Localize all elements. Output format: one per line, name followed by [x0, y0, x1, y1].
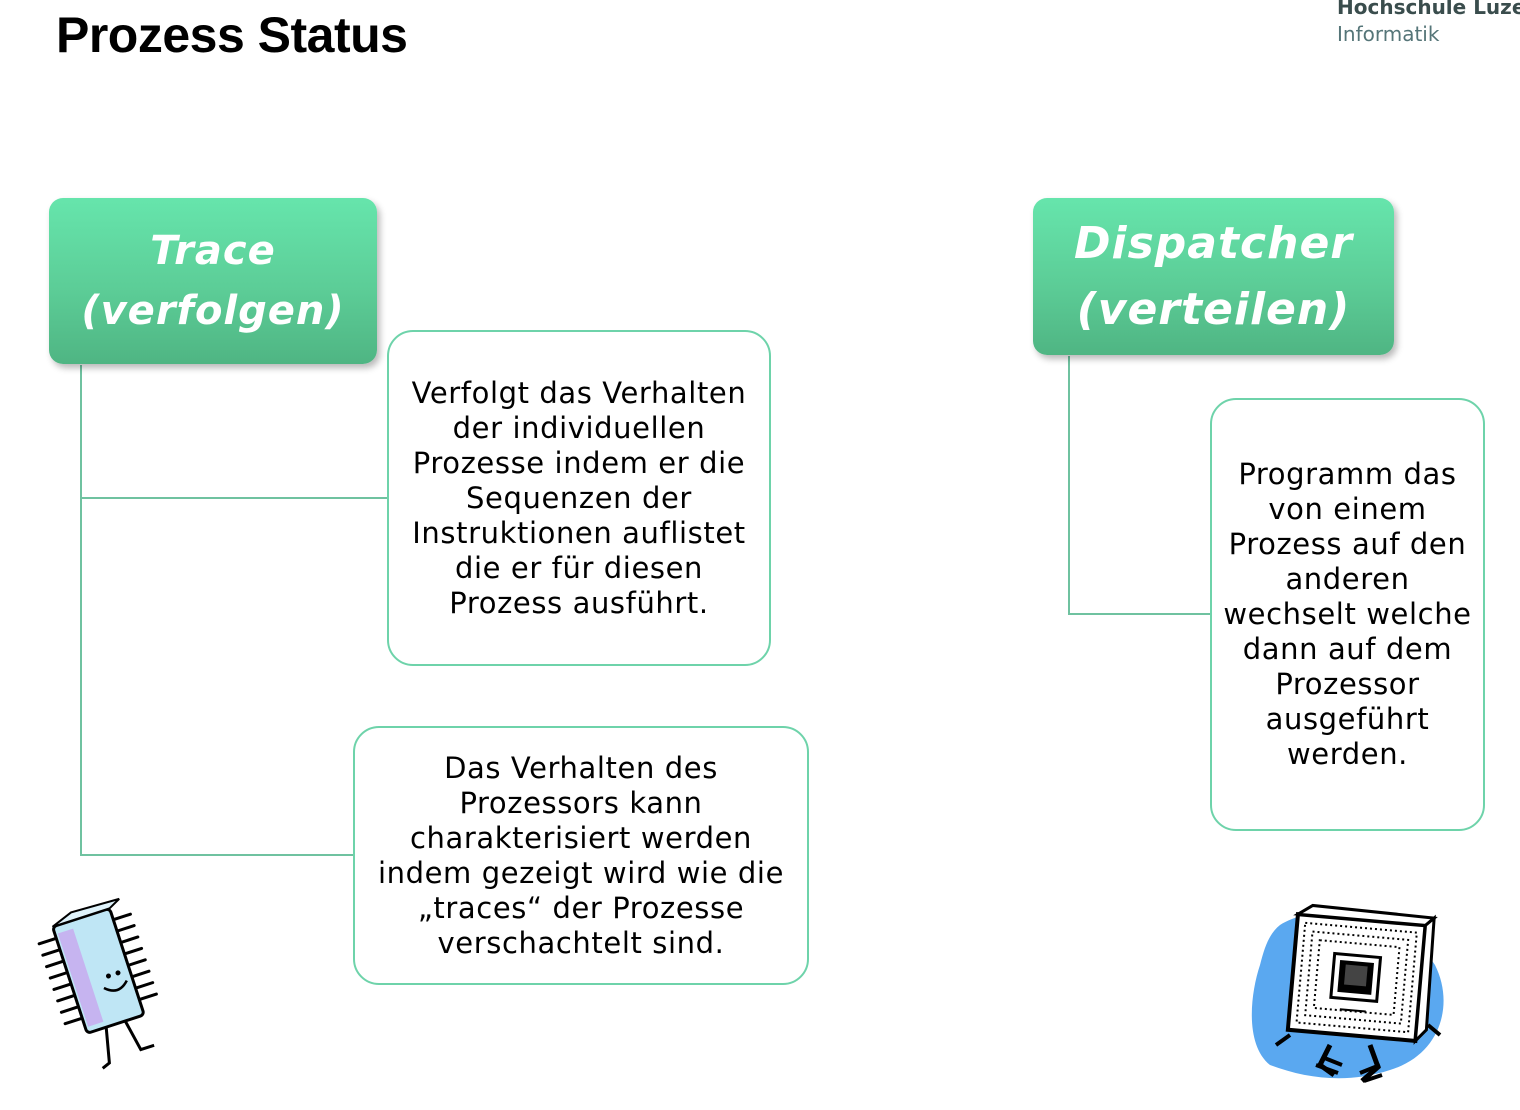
trace-header: Trace (verfolgen) [49, 198, 377, 364]
dispatcher-header: Dispatcher (verteilen) [1033, 198, 1394, 355]
trace-header-subtitle: (verfolgen) [81, 288, 345, 334]
dispatcher-description-box: Programm das von einem Prozess auf den a… [1210, 398, 1485, 831]
processor-character-icon [1251, 903, 1444, 1083]
processor-behavior-box: Das Verhalten des Prozessors kann charak… [353, 726, 809, 985]
dispatcher-header-subtitle: (verteilen) [1076, 283, 1351, 335]
institution-logo: Hochschule Luze Informatik [1337, 0, 1520, 48]
page-title: Prozess Status [56, 7, 408, 63]
trace-description-box: Verfolgt das Verhalten der individuellen… [387, 330, 771, 666]
trace-connector-branch-1 [80, 497, 389, 499]
trace-connector-branch-2 [80, 854, 354, 856]
institution-name: Hochschule Luze [1337, 0, 1520, 19]
processor-behavior-text: Das Verhalten des Prozessors kann charak… [377, 750, 785, 960]
dispatcher-header-title: Dispatcher [1074, 217, 1353, 269]
chip-character-icon [37, 897, 158, 1070]
dispatcher-description-text: Programm das von einem Prozess auf den a… [1223, 457, 1472, 771]
trace-connector-vertical [80, 365, 82, 856]
trace-header-title: Trace [150, 228, 276, 274]
dispatcher-connector-branch [1068, 613, 1212, 615]
trace-description-text: Verfolgt das Verhalten der individuellen… [411, 375, 747, 620]
department-name: Informatik [1337, 22, 1440, 46]
dispatcher-connector-vertical [1068, 356, 1070, 615]
